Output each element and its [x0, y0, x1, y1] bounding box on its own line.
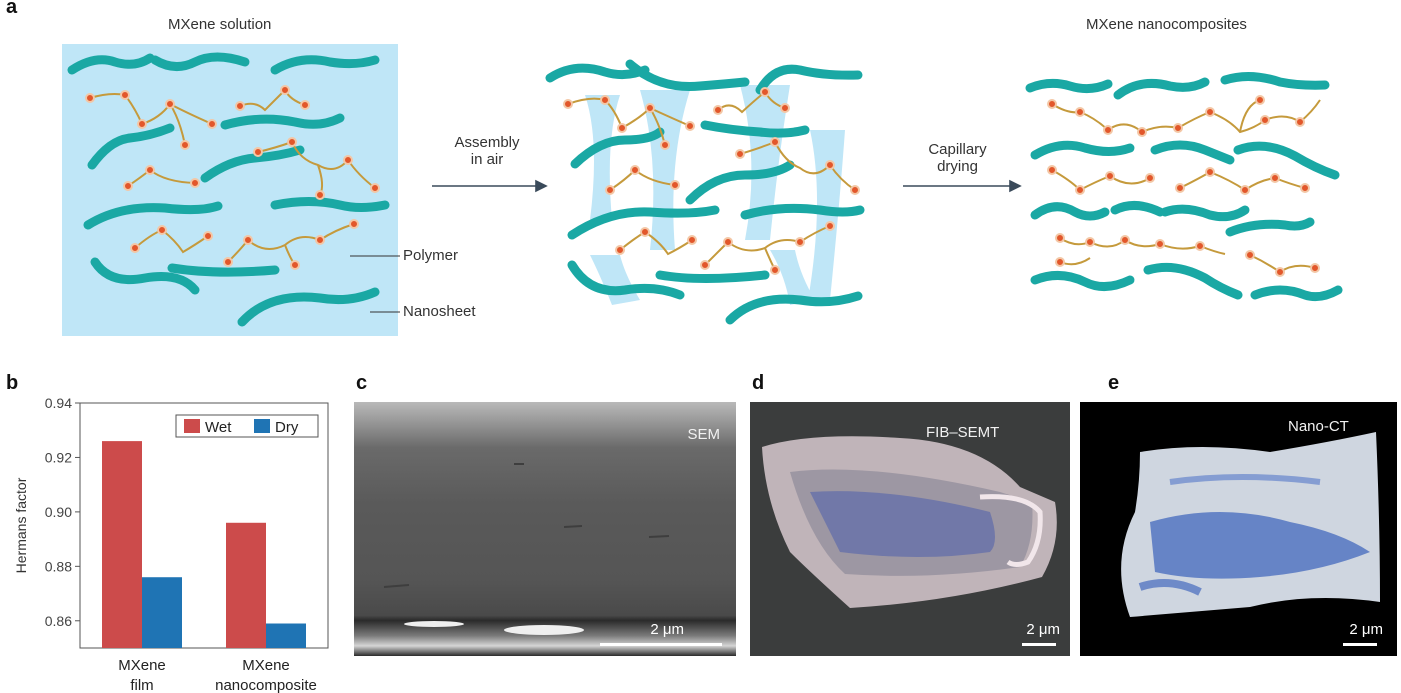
nano-ct-scalebar-text: 2 μm: [1349, 621, 1383, 638]
mxene-nanocomposites-title: MXene nanocomposites: [1086, 16, 1247, 33]
capillary-label-line2: drying: [937, 158, 978, 175]
fib-semt-label: FIB–SEMT: [926, 424, 1000, 441]
y-tick-label: 0.90: [45, 504, 72, 520]
water-bridges-middle: [585, 85, 845, 305]
fib-semt-render: [762, 436, 1057, 608]
y-tick-label: 0.88: [45, 558, 72, 574]
panel-b-letter: b: [6, 372, 19, 394]
legend-label-dry: Dry: [275, 419, 299, 436]
bar-wet-2: [226, 522, 266, 648]
sem-scalebar: [600, 643, 722, 646]
sem-scalebar-text: 2 μm: [650, 621, 684, 638]
polymer-nodes-middle: [563, 87, 860, 275]
sem-texture: [383, 463, 670, 635]
mxene-solution-title: MXene solution: [168, 16, 272, 33]
arrow-assembly: [432, 179, 548, 193]
legend-label-wet: Wet: [205, 419, 232, 436]
nanosheets-middle: [545, 59, 865, 325]
solution-box: [62, 44, 398, 336]
bar-dry-2: [266, 623, 306, 648]
nano-ct-scalebar: [1343, 643, 1377, 646]
fib-semt-scalebar: [1022, 643, 1056, 646]
nanosheets-right: [1025, 72, 1343, 302]
legend-swatch-wet: [184, 419, 200, 433]
y-tick-label: 0.92: [45, 449, 72, 465]
panel-e-letter: e: [1108, 372, 1120, 394]
sem-label: SEM: [687, 426, 720, 443]
bar-dry-1: [142, 577, 182, 648]
assembly-label: Assembly in air: [452, 134, 522, 168]
bar-wet-1: [102, 441, 142, 648]
y-tick-label: 0.94: [45, 395, 72, 411]
polymer-label: Polymer: [403, 247, 459, 264]
chart-frame: [79, 402, 329, 649]
panel-a-letter: a: [6, 0, 18, 18]
y-tick-label: 0.86: [45, 613, 72, 629]
nano-ct-render: [1121, 432, 1380, 617]
legend-swatch-dry: [254, 419, 270, 433]
y-axis-label: Hermans factor: [13, 477, 29, 573]
sem-image: SEM 2 μm: [354, 402, 736, 656]
fib-semt-scalebar-text: 2 μm: [1026, 621, 1060, 638]
x-category-label: nanocomposite: [215, 677, 317, 693]
x-category-label: film: [130, 677, 153, 693]
panel-c-letter: c: [356, 372, 368, 394]
capillary-label-line1: Capillary: [928, 141, 987, 158]
capillary-label: Capillary drying: [920, 141, 995, 175]
polymer-nodes-solution: [85, 85, 380, 270]
nanosheets-solution: [67, 52, 390, 327]
nano-ct-image: Nano-CT 2 μm: [1080, 402, 1397, 656]
assembly-label-line2: in air: [470, 151, 504, 168]
x-category-label: MXene: [118, 657, 166, 674]
fib-semt-image: FIB–SEMT 2 μm: [750, 402, 1070, 656]
x-category-label: MXene: [242, 657, 290, 674]
nano-ct-label: Nano-CT: [1288, 418, 1349, 435]
arrow-capillary: [903, 179, 1022, 193]
assembly-label-line1: Assembly: [454, 134, 520, 151]
nanosheet-label: Nanosheet: [403, 303, 476, 320]
panel-d-letter: d: [752, 372, 765, 394]
polymer-nodes-right: [1047, 95, 1320, 277]
legend-box: [175, 414, 319, 438]
panel-a-diagram: [62, 44, 1343, 336]
